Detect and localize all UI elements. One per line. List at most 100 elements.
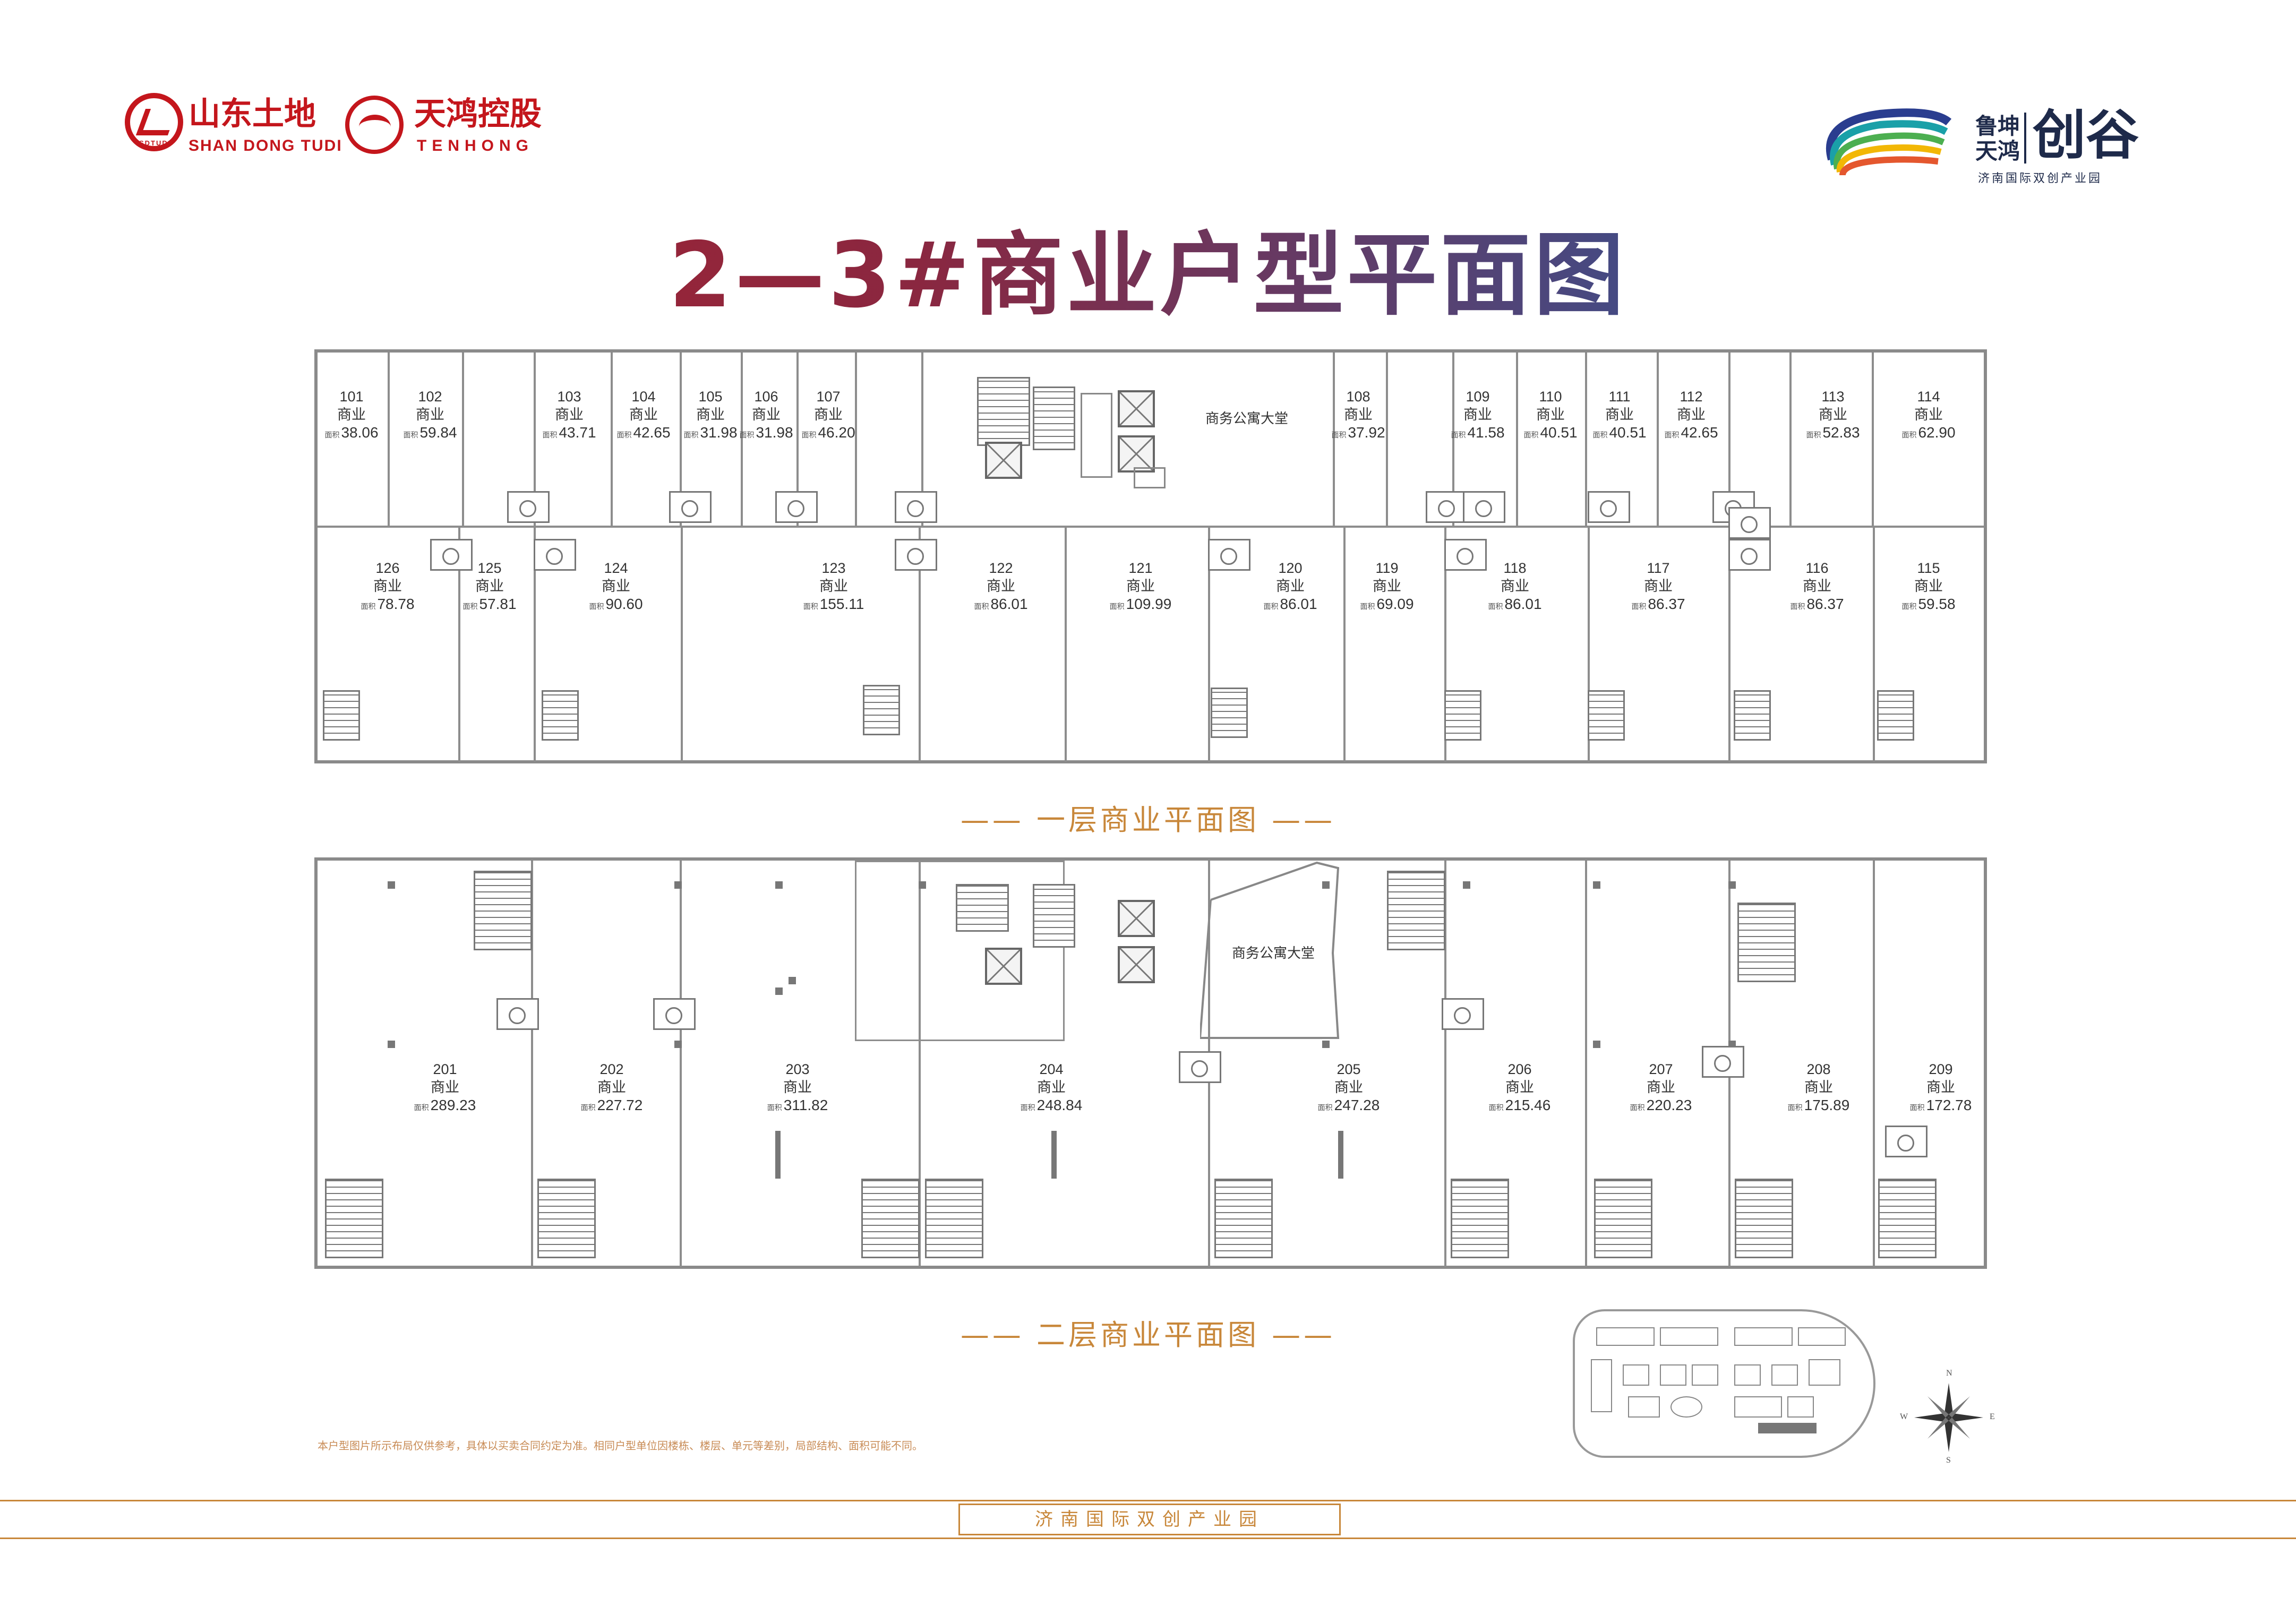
partition-wall [1873, 526, 1875, 762]
wc-icon [1728, 539, 1771, 571]
unit-use: 商业 [814, 407, 843, 423]
partition-wall [796, 353, 799, 528]
unit-area-value: 46.20 [818, 424, 855, 441]
unit-area-prefix: 面积 [803, 602, 818, 611]
column [1593, 881, 1600, 889]
unit-area-prefix: 面积 [1360, 602, 1375, 611]
f1-water [1134, 467, 1166, 488]
unit-area-prefix: 面积 [974, 602, 989, 611]
unit-number: 119 [1375, 560, 1399, 576]
wc-icon [430, 539, 473, 571]
unit-area-prefix: 面积 [361, 602, 376, 611]
unit-area-prefix: 面积 [1523, 431, 1539, 439]
partition-wall [1343, 526, 1346, 762]
unit-number: 126 [375, 560, 400, 576]
unit-area-value: 227.72 [597, 1097, 643, 1113]
brand-line2: 天鸿 [1975, 138, 2020, 164]
partition-wall [680, 861, 682, 1267]
unit-use: 商业 [416, 407, 444, 423]
wc-icon [669, 491, 712, 523]
unit-area-prefix: 面积 [1790, 602, 1805, 611]
column-bar [1338, 1131, 1343, 1179]
wc-icon [1885, 1126, 1927, 1157]
unit-area-prefix: 面积 [462, 602, 478, 611]
wc-icon [1702, 1046, 1744, 1078]
stair-icon [542, 690, 579, 741]
unit-area-prefix: 面积 [1109, 602, 1125, 611]
compass-s: S [1946, 1456, 1951, 1465]
unit-use: 商业 [1819, 407, 1847, 423]
unit-area-prefix: 面积 [1901, 431, 1917, 439]
unit-area-value: 42.65 [633, 424, 671, 441]
unit-area-prefix: 面积 [1901, 602, 1917, 611]
unit-number: 209 [1929, 1061, 1953, 1077]
unit-area-prefix: 面积 [403, 431, 418, 439]
unit-use: 商业 [1803, 578, 1831, 594]
column-bar [775, 1131, 781, 1179]
stair-icon [861, 1179, 920, 1258]
north-compass-icon [1914, 1383, 1983, 1452]
stair-icon [1588, 690, 1625, 741]
unit-area-value: 31.98 [700, 424, 738, 441]
column [388, 1041, 395, 1048]
unit-use: 商业 [1677, 407, 1706, 423]
wc-icon [895, 491, 937, 523]
unit-area-value: 109.99 [1126, 596, 1172, 612]
column [674, 881, 682, 889]
unit-number: 202 [599, 1061, 624, 1077]
unit-use: 商业 [629, 407, 658, 423]
stair-icon [1878, 1179, 1937, 1258]
partition-wall [458, 526, 460, 762]
unit-use: 商业 [1501, 578, 1529, 594]
page-title: 2—3#商业户型平面图 [0, 202, 2296, 332]
stair-icon [1594, 1179, 1652, 1258]
wc-icon [653, 998, 696, 1030]
column [1463, 881, 1470, 889]
f1-stair-core-2 [1033, 387, 1075, 450]
brand-sub: 济南国际双创产业园 [1978, 172, 2103, 185]
wc-icon [507, 491, 550, 523]
unit-number: 108 [1346, 389, 1370, 405]
unit-use: 商业 [1914, 578, 1943, 594]
unit-use: 商业 [1804, 1079, 1833, 1095]
partition-wall [611, 353, 613, 528]
partition-wall [741, 353, 743, 528]
unit-area-value: 59.58 [1918, 596, 1956, 612]
compass-e: E [1990, 1412, 1995, 1421]
site-key-map [1573, 1309, 1875, 1458]
wc-icon [1444, 539, 1487, 571]
unit-area-prefix: 面积 [1317, 1103, 1333, 1112]
brand-main: 创谷 [2033, 104, 2139, 166]
partition-wall [1516, 353, 1518, 528]
unit-area-value: 52.83 [1822, 424, 1860, 441]
unit-number: 109 [1466, 389, 1490, 405]
unit-area-value: 57.81 [479, 596, 517, 612]
unit-area-value: 175.89 [1804, 1097, 1850, 1113]
unit-area-prefix: 面积 [1331, 431, 1347, 439]
unit-area-prefix: 面积 [1806, 431, 1821, 439]
